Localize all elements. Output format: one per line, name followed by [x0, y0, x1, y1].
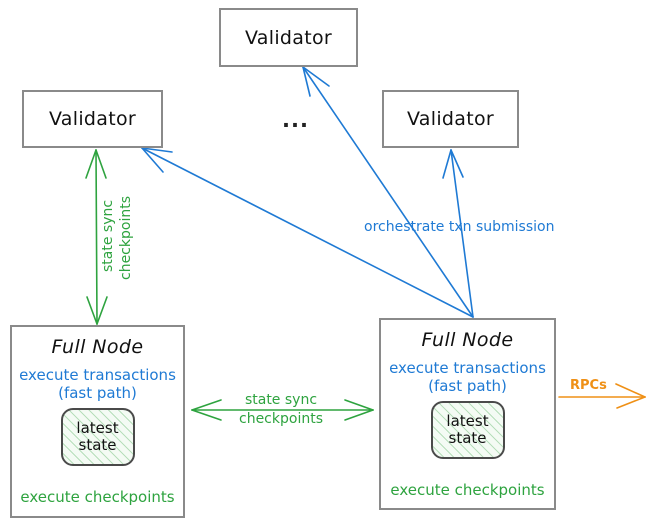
edge-validator-statesync-label-line1: state sync [100, 199, 116, 272]
edge-validator-statesync-label-line2: checkpoints [118, 196, 134, 280]
edge-orchestrate-to-right-validator [442, 149, 474, 318]
edge-rpcs-arrow [558, 383, 646, 409]
fullnode-right-latest-state-chip: latest state [430, 401, 505, 459]
edge-validator-statesync-arrow [85, 149, 108, 325]
edge-orchestrate-label: orchestrate txn submission [364, 219, 555, 235]
fullnode-left-latest-state-chip: latest state [60, 408, 135, 466]
fullnode-left-execute-transactions: execute transactions (fast path) [19, 366, 176, 402]
fullnode-left-execute-checkpoints: execute checkpoints [20, 488, 175, 506]
fullnode-right-execute-transactions: execute transactions (fast path) [389, 359, 546, 395]
fullnode-right-execute-checkpoints: execute checkpoints [390, 481, 545, 499]
validator-right-label: Validator [406, 108, 494, 130]
fullnode-left-latest-state-line2: state [78, 436, 117, 454]
validator-node-right[interactable]: Validator [382, 90, 519, 148]
fullnode-right-latest-state-line2: state [448, 429, 487, 447]
edge-fullnode-statesync-label-line1: state sync [244, 392, 318, 408]
validators-ellipsis: ... [282, 108, 309, 132]
fullnode-right-execute-transactions-line2: (fast path) [428, 377, 507, 395]
validator-node-top[interactable]: Validator [219, 8, 358, 67]
validator-left-label: Validator [48, 108, 136, 130]
validator-node-left[interactable]: Validator [22, 90, 163, 148]
fullnode-left-latest-state-line1: latest [76, 419, 119, 437]
fullnode-left[interactable]: Full Node execute transactions (fast pat… [10, 325, 185, 518]
fullnode-right-execute-transactions-line1: execute transactions [389, 359, 546, 377]
edge-fullnode-statesync-label-line2: checkpoints [239, 411, 323, 427]
validator-top-label: Validator [244, 26, 332, 49]
fullnode-right-title: Full Node [421, 329, 514, 351]
edge-fullnode-statesync-arrow [191, 399, 374, 421]
edge-orchestrate-to-left-validator [141, 147, 474, 318]
fullnode-left-execute-transactions-line1: execute transactions [19, 366, 176, 384]
fullnode-left-execute-transactions-line2: (fast path) [58, 384, 137, 402]
edge-rpcs-label: RPCs [570, 378, 607, 393]
fullnode-right-latest-state-line1: latest [446, 412, 489, 430]
edge-orchestrate-to-top-validator [302, 66, 474, 318]
fullnode-left-title: Full Node [51, 336, 144, 358]
fullnode-right[interactable]: Full Node execute transactions (fast pat… [379, 318, 556, 510]
